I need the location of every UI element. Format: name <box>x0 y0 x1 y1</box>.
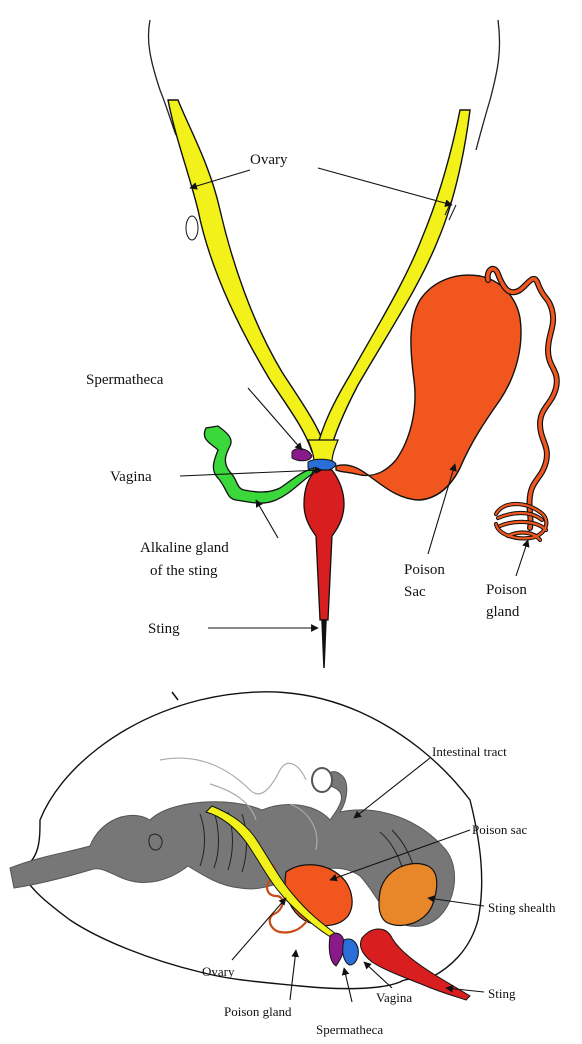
bottom-poison-sac-label: Poison sac <box>472 822 527 837</box>
top-sting-label: Sting <box>148 621 180 637</box>
bottom-ovary-label: Ovary <box>202 964 235 979</box>
left-ovary-lumen <box>186 216 198 240</box>
sting <box>304 470 344 620</box>
bottom-vagina <box>343 939 359 965</box>
poison-sac <box>336 275 521 500</box>
bottom-sting-shealth-label: Sting shealth <box>488 900 556 915</box>
common-oviduct <box>308 440 338 462</box>
bottom-sting-label: Sting <box>488 986 516 1001</box>
top-poison-sac-label-line1: Poison <box>404 562 445 578</box>
top-poison-sac-label-line2: Sac <box>404 584 426 600</box>
top-vagina-label: Vagina <box>110 469 152 485</box>
bottom-vagina-label: Vagina <box>376 990 412 1005</box>
top-spermatheca-label: Spermatheca <box>86 372 164 388</box>
top-ovary-label: Ovary <box>250 152 288 168</box>
top-poison-gland-label-line1: Poison <box>486 582 527 598</box>
intestinal-loop <box>312 768 332 792</box>
top-alkaline-gland-label-line2: of the sting <box>150 563 218 579</box>
alkaline-gland <box>204 426 314 503</box>
bottom-poison-gland-label: Poison gland <box>224 1004 292 1019</box>
sting-lancet <box>322 620 326 668</box>
right-ovary-filament <box>476 20 500 150</box>
top-poison-gland-label-line2: gland <box>486 604 520 620</box>
left-ovary <box>168 100 326 452</box>
top-diagram: Ovary Spermatheca Vagina Alkaline gland … <box>86 20 557 668</box>
bottom-diagram: Intestinal tract Poison sac Sting shealt… <box>10 692 556 1037</box>
bottom-intestinal-tract-label: Intestinal tract <box>432 744 507 759</box>
top-alkaline-gland-label-line1: Alkaline gland <box>140 540 229 556</box>
bottom-spermatheca-label: Spermatheca <box>316 1022 383 1037</box>
spermatheca <box>292 449 312 461</box>
